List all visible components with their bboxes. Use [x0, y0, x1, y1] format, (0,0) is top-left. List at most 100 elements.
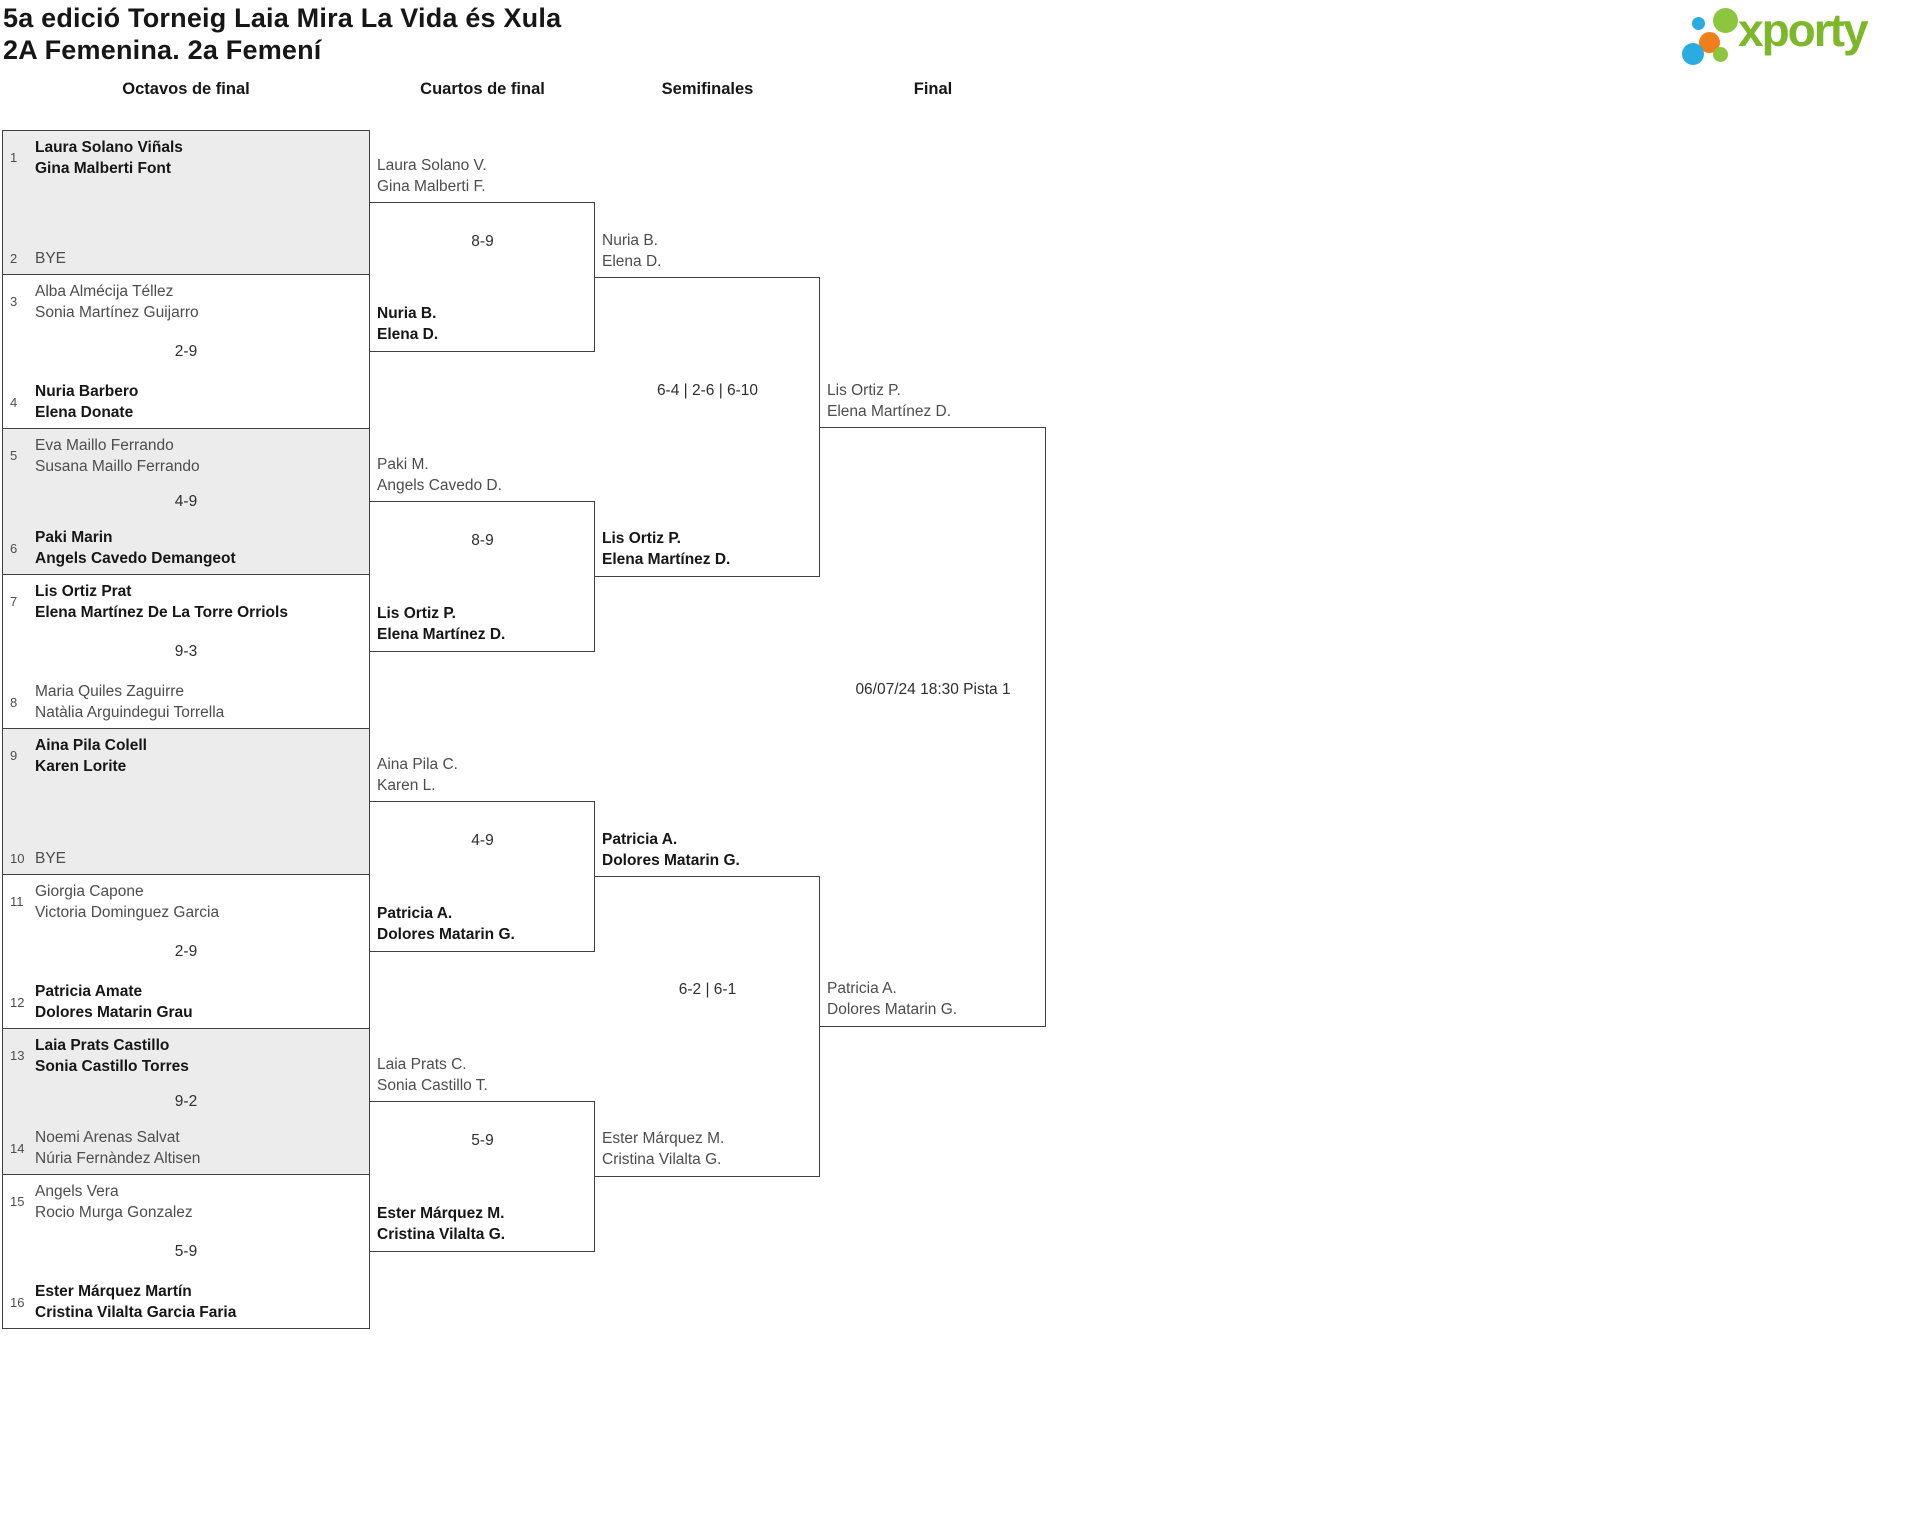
- match-score: 6-4 | 2-6 | 6-10: [656, 382, 759, 399]
- team-label: Laia Prats C.Sonia Castillo T.: [377, 1054, 488, 1096]
- team-name-line: Gina Malberti F.: [377, 178, 486, 195]
- match-score: 5-9: [471, 1132, 494, 1149]
- team-name-line: Giorgia Capone: [35, 883, 144, 900]
- match-score: 8-9: [471, 233, 494, 250]
- team-name-line: Angels Vera: [35, 1183, 119, 1200]
- quarterfinal-match-box: [370, 1101, 595, 1252]
- logo-dot-blue-large: [1682, 43, 1704, 65]
- round-header-final: Final: [913, 80, 953, 98]
- team-name-line: Sonia Martínez Guijarro: [35, 304, 199, 321]
- team-label: Nuria B. Elena D.: [377, 303, 438, 345]
- team-name-line: Sonia Castillo Torres: [35, 1058, 189, 1075]
- team-label: BYE: [35, 248, 66, 269]
- quarterfinal-match-box: [370, 801, 595, 952]
- team-name-line: Angels Cavedo D.: [377, 477, 502, 494]
- team-name-line: Elena D.: [377, 326, 439, 343]
- seed-number: 15: [10, 1194, 25, 1209]
- team-name-line: Cristina Vilalta G.: [602, 1151, 722, 1168]
- round-header-cuartos: Cuartos de final: [420, 80, 545, 98]
- seed-number: 13: [10, 1048, 25, 1063]
- match-score: 6-2 | 6-1: [678, 981, 737, 998]
- team-name-line: Patricia A.: [602, 831, 678, 848]
- xporty-logo: xporty: [1680, 2, 1900, 66]
- team-name-line: Ester Márquez M.: [377, 1205, 505, 1222]
- team-name-line: Karen Lorite: [35, 758, 127, 775]
- team-name-line: Elena D.: [602, 253, 662, 270]
- match-score: 4-9: [174, 493, 198, 510]
- team-name-line: Karen L.: [377, 777, 436, 794]
- team-name-line: Angels Cavedo Demangeot: [35, 550, 236, 567]
- team-name-line: Dolores Matarin Grau: [35, 1004, 193, 1021]
- team-name-line: Natàlia Arguindegui Torrella: [35, 704, 225, 721]
- team-label: Lis Ortiz P.Elena Martínez D.: [827, 380, 951, 422]
- team-name-line: Elena Martínez D.: [377, 626, 506, 643]
- team-name-line: Nuria B.: [602, 232, 658, 249]
- team-name-line: Lis Ortiz P.: [602, 530, 681, 547]
- team-label: BYE: [35, 848, 66, 869]
- round-header-octavos: Octavos de final: [122, 80, 250, 98]
- seed-number: 6: [10, 541, 18, 556]
- seed-number: 16: [10, 1295, 25, 1310]
- team-name-line: Aina Pila Colell: [35, 737, 147, 754]
- team-label: Lis Ortiz P. Elena Martínez D.: [377, 603, 505, 645]
- team-label: Paki M. Angels Cavedo D.: [377, 454, 502, 496]
- team-name-line: Lis Ortiz P.: [377, 605, 456, 622]
- team-name-line: Dolores Matarin G.: [602, 852, 740, 869]
- seed-number: 3: [10, 294, 18, 309]
- team-name-line: Elena Martínez D.: [602, 551, 731, 568]
- team-name-line: Ester Márquez Martín: [35, 1283, 192, 1300]
- team-name-line: Laura Solano V.: [377, 157, 487, 174]
- team-name-line: Victoria Dominguez Garcia: [35, 904, 220, 921]
- team-name-line: Cristina Vilalta Garcia Faria: [35, 1304, 237, 1321]
- team-name-line: Lis Ortiz Prat: [35, 583, 132, 600]
- seed-number: 4: [10, 395, 18, 410]
- round-header-semifinales: Semifinales: [661, 80, 754, 98]
- page-subtitle: 2A Femenina. 2a Femení: [3, 35, 322, 65]
- seed-number: 11: [10, 894, 24, 909]
- team-name-line: Maria Quiles Zaguirre: [35, 683, 185, 700]
- semifinal-match-box: [595, 876, 820, 1177]
- match-score: 2-9: [174, 343, 198, 360]
- team-name-line: Cristina Vilalta G.: [377, 1226, 506, 1243]
- team-name-line: Gina Malberti Font: [35, 160, 172, 177]
- team-label: Patricia A. Dolores Matarin G.: [602, 829, 740, 871]
- seed-number: 12: [10, 995, 25, 1010]
- logo-text: xporty: [1738, 4, 1869, 56]
- team-label: Patricia A.Dolores Matarin G.: [377, 903, 515, 945]
- match-score: 2-9: [174, 943, 198, 960]
- seed-number: 1: [10, 150, 18, 165]
- team-name-line: Elena Donate: [35, 404, 134, 421]
- team-name-line: Dolores Matarin G.: [827, 1001, 958, 1018]
- logo-dot-blue-small: [1692, 17, 1705, 30]
- team-name-line: Laia Prats Castillo: [35, 1037, 170, 1054]
- team-name-line: Dolores Matarin G.: [377, 926, 515, 943]
- team-name-line: Alba Almécija Téllez: [35, 283, 174, 300]
- team-name-line: Nuria B.: [377, 305, 437, 322]
- team-name-line: Nuria Barbero: [35, 383, 139, 400]
- team-name-line: Paki M.: [377, 456, 429, 473]
- seed-number: 2: [10, 251, 18, 266]
- team-name-line: BYE: [35, 850, 67, 867]
- team-name-line: Elena Martínez D.: [827, 403, 952, 420]
- team-label: Lis Ortiz P. Elena Martínez D.: [602, 528, 730, 570]
- match-score: 9-3: [174, 643, 198, 660]
- team-label: Patricia A.Dolores Matarin G.: [827, 978, 957, 1020]
